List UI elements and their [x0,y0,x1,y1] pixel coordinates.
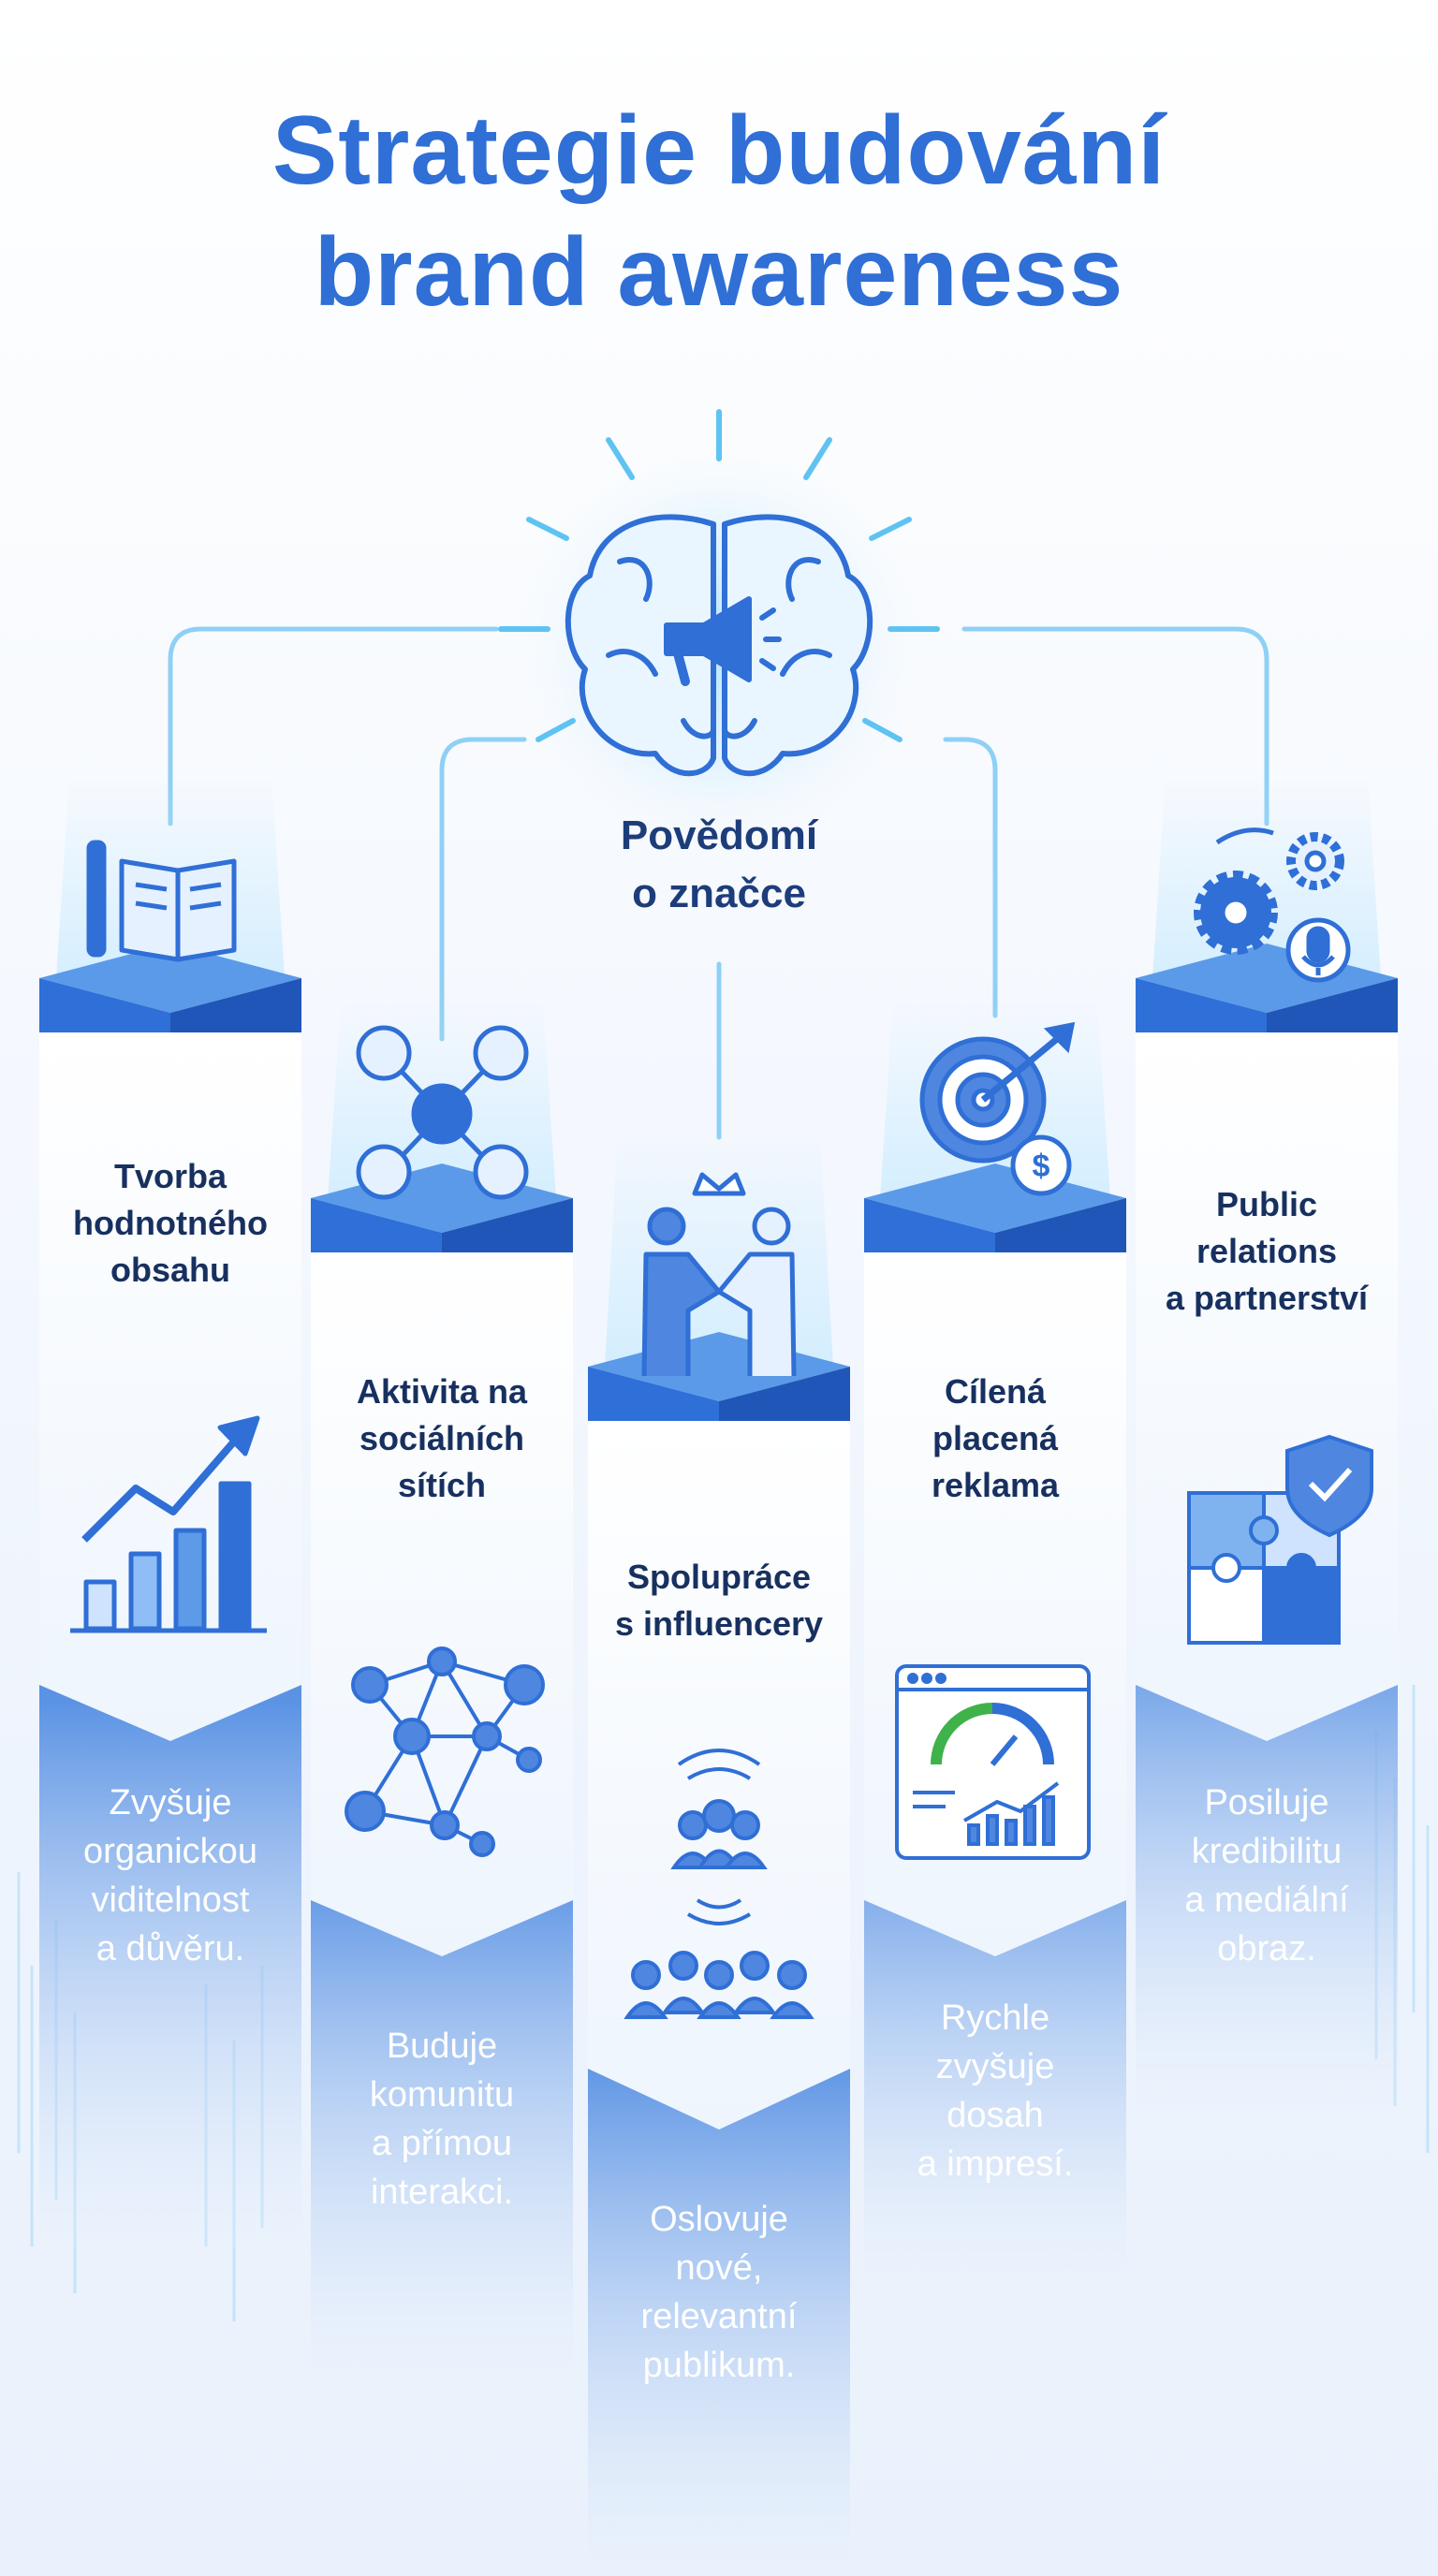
column-4-description-line: a impresí. [917,2144,1074,2184]
column-4-description-line: zvyšuje [935,2047,1055,2086]
column-1-description-line: organickou [83,1832,257,1871]
column-1-description: Zvyšuje organickou viditelnost a důvěru. [39,1778,301,1973]
pillar-3-beam [605,1133,833,1367]
column-4-label-line: Cílená [944,1372,1047,1411]
pillar-3 [588,1133,850,2576]
column-5-description-line: kredibilitu [1191,1832,1343,1871]
center-label-line-1: Povědomí [620,812,818,858]
column-2-description: Buduje komunitu a přímou interakci. [311,2022,573,2217]
connector-col-1 [168,626,499,827]
column-4-description: Rychle zvyšuje dosah a impresí. [864,1994,1126,2188]
column-5-description: Posiluje kredibilitu a mediální obraz. [1136,1778,1398,1973]
connector-col-5 [961,626,1269,827]
growth-chart-icon [70,1415,267,1633]
center-label: Povědomí o značce [532,807,906,923]
gears-mic-icon [1194,827,1351,983]
pillar-2 [311,1002,573,2376]
column-1-description-line: viditelnost [91,1881,250,1920]
column-4-description-line: dosah [946,2096,1044,2135]
column-5-description-line: a mediální [1184,1881,1349,1920]
column-5-description-line: obraz. [1217,1929,1316,1969]
column-3-description-line: relevantní [640,2297,798,2336]
column-1-label-line: Tvorba [113,1157,227,1195]
network-icon [345,1647,545,1857]
column-1-label-line: hodnotného [73,1204,268,1242]
social-share-icon [356,1025,529,1200]
pillar-2-panel [311,1252,573,1956]
center-rays [498,409,940,742]
column-5-description-line: Posiluje [1204,1783,1329,1822]
column-3-label-line: Spolupráce [626,1558,812,1596]
handshake-icon [641,1172,797,1377]
target-dollar-icon: $ [919,1021,1076,1196]
column-4-label: Cílená placená reklama [864,1368,1126,1509]
connector-col-4 [943,737,998,1018]
column-2-description-line: interakci. [370,2173,514,2212]
column-5-label-line: Public [1215,1185,1318,1223]
title-line-1: Strategie budování [271,96,1167,205]
dashboard-gauge-icon [895,1664,1091,1860]
page-title: Strategie budování brand awareness [0,90,1438,333]
column-2-label: Aktivita na sociálních sítích [311,1368,573,1509]
column-3-description-line: nové, [675,2248,763,2288]
column-5-label: Public relations a partnerství [1136,1181,1398,1322]
svg-text:$: $ [1033,1149,1050,1184]
column-2-description-line: Buduje [386,2027,498,2066]
column-3-description-line: publikum. [642,2346,796,2385]
column-3-label: Spolupráce s influencery [588,1554,850,1647]
audience-icon [624,1749,814,2019]
pillar-5 [1136,777,1398,2109]
column-3-description: Oslovuje nové, relevantní publikum. [588,2195,850,2390]
column-4-label-line: placená [932,1419,1059,1457]
column-1-label: Tvorba hodnotného obsahu [39,1153,301,1294]
puzzle-shield-icon [1187,1434,1373,1645]
column-2-label-line: sociálních [359,1419,525,1457]
pillar-1 [39,777,301,2249]
pillar-4: $ [864,1002,1126,2282]
column-2-description-line: a přímou [372,2124,512,2163]
column-2-label-line: Aktivita na [356,1372,528,1411]
column-1-description-line: a důvěru. [95,1929,245,1969]
column-3-description-line: Oslovuje [650,2200,788,2239]
title-line-2: brand awareness [314,218,1124,327]
column-1-description-line: Zvyšuje [109,1783,232,1822]
column-2-description-line: komunitu [369,2075,515,2115]
column-3-label-line: s influencery [614,1604,824,1643]
pillar-1-panel [39,1032,301,1741]
column-5-label-line: a partnerství [1165,1279,1369,1317]
pillar-3-panel [588,1421,850,2130]
column-2-label-line: sítích [397,1466,487,1504]
column-4-label-line: reklama [931,1466,1060,1504]
connector-lines [168,626,1269,1140]
book-pen-icon [86,840,237,962]
column-5-label-line: relations [1196,1232,1338,1270]
brain-megaphone-icon [565,514,873,777]
connector-col-2 [439,737,527,1042]
column-4-description-line: Rychle [940,1998,1050,2038]
center-label-line-2: o značce [632,871,806,916]
column-1-label-line: obsahu [110,1251,230,1289]
